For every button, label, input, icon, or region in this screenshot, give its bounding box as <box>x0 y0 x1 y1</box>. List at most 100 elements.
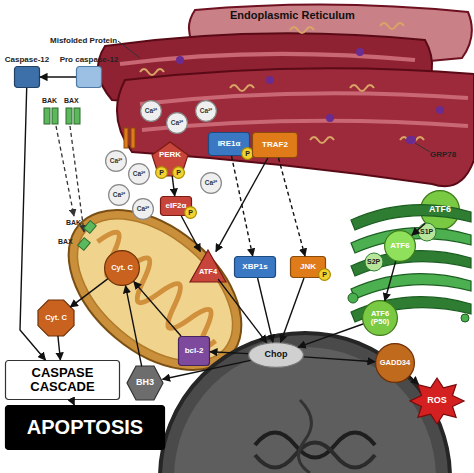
protease-label: S2P <box>367 258 380 265</box>
cytochrome-c: Cyt. C <box>104 250 140 286</box>
jnk-box: JNKP <box>290 256 326 278</box>
bak-channel <box>52 108 58 124</box>
perk-receptor: PERKPP <box>152 142 188 176</box>
traf2-box: TRAF2 <box>252 132 298 158</box>
bax-channel <box>78 238 91 251</box>
procaspase-icon: Pro caspase-12 <box>76 66 102 88</box>
phosphate-circle: P <box>155 166 168 179</box>
calcium-channel <box>124 128 128 148</box>
node-text: Cyt. C <box>111 264 133 272</box>
node-text: P <box>188 209 193 216</box>
dna-strand <box>255 443 375 468</box>
node-outline <box>109 185 130 206</box>
bax-channel <box>66 108 72 124</box>
node-shape <box>80 0 474 190</box>
misfolded-protein <box>350 85 374 91</box>
dna-strand <box>299 400 312 473</box>
grp78-dot <box>408 136 416 144</box>
bh3-hexagon: BH3 <box>127 366 163 400</box>
node-text: Ca²⁺ <box>205 180 217 187</box>
grp78-dot <box>356 48 364 56</box>
er-lumen <box>140 93 468 104</box>
calcium-ion: Ca²⁺ <box>105 150 127 172</box>
node-outline <box>319 269 331 281</box>
calcium-ion: Ca²⁺ <box>128 163 150 185</box>
node-text: Ca²⁺ <box>171 120 183 127</box>
node-outline <box>38 300 74 336</box>
pathway-arrow <box>70 279 107 307</box>
node-text: JNK <box>300 263 316 271</box>
pathway-arrow <box>163 360 251 379</box>
node-text: Cyt. C <box>45 314 67 322</box>
grp78-dot <box>266 76 274 84</box>
node-text: ROS <box>427 396 447 405</box>
pathway-arrow <box>58 336 61 360</box>
pathway-arrow <box>304 357 375 362</box>
nucleus <box>160 333 450 473</box>
node-outline <box>141 101 162 122</box>
pathway-arrow <box>72 400 74 405</box>
bak-channel <box>84 221 97 234</box>
node-text: eIF2α <box>166 202 187 210</box>
misfolded-protein <box>140 69 164 75</box>
protein-label: BAK <box>66 219 81 226</box>
misfolded-protein <box>290 27 314 33</box>
pathway-arrow <box>218 279 267 343</box>
node-outline <box>253 133 298 158</box>
calcium-ion: Ca²⁺ <box>108 184 130 206</box>
node-text: CASPASE CASCADE <box>5 366 120 393</box>
caspase-cascade-box: CASPASE CASCADE <box>5 360 120 400</box>
phosphate-circle: P <box>172 166 185 179</box>
node-text: Endoplasmic Reticulum <box>230 10 355 22</box>
misfolded-protein <box>380 23 404 29</box>
phosphate-circle: P <box>318 268 331 281</box>
node-text: P <box>159 169 164 176</box>
node-outline <box>173 167 185 179</box>
leader-line <box>415 143 430 152</box>
node-text: BH3 <box>136 378 154 387</box>
node-text: APOPTOSIS <box>27 417 143 438</box>
node-outline <box>127 366 163 400</box>
calcium-ion: Ca²⁺ <box>132 198 154 220</box>
golgi-apparatus: GolgiATF6 <box>345 198 474 326</box>
node-outline <box>363 301 398 336</box>
golgi-vesicle <box>348 293 358 303</box>
pathway-arrow <box>134 282 181 336</box>
pathway-arrow <box>281 278 304 342</box>
s2p-protease <box>365 253 383 271</box>
node-text: Ca²⁺ <box>110 158 122 165</box>
chop-oval: Chop <box>248 342 304 368</box>
pathway-arrow <box>279 158 306 256</box>
node-text: IRE1α <box>218 140 241 148</box>
golgi-cisterna <box>351 274 471 299</box>
pathway-arrow <box>40 76 76 77</box>
node-outline <box>242 148 254 160</box>
pathway-arrow <box>172 176 175 196</box>
node-outline <box>6 361 120 400</box>
node-outline <box>201 173 222 194</box>
node-text: Ca²⁺ <box>200 108 212 115</box>
bcl2-box: bcl-2 <box>178 336 210 366</box>
node-text: Ca²⁺ <box>145 108 157 115</box>
node-outline <box>190 250 226 282</box>
node-outline <box>6 406 165 450</box>
node-outline <box>156 167 168 179</box>
grp78-dot <box>436 106 444 114</box>
nucleoplasm <box>174 347 436 473</box>
node-text: P <box>176 169 181 176</box>
calcium-channel <box>131 128 135 148</box>
node-text: bcl-2 <box>185 347 204 355</box>
node-text: Ca²⁺ <box>113 192 125 199</box>
pathway-arrow <box>181 216 200 252</box>
node-text: TRAF2 <box>262 141 288 149</box>
pathway-arrow <box>210 352 248 354</box>
misfolded-protein <box>400 137 424 143</box>
pathway-arrow <box>232 156 253 256</box>
atf6-golgi: ATF6 <box>384 230 416 262</box>
pathway-arrow <box>20 88 46 360</box>
pathway-arrow <box>410 376 419 384</box>
node-text: Ca²⁺ <box>133 171 145 178</box>
node-text: ATF4 <box>199 268 217 276</box>
